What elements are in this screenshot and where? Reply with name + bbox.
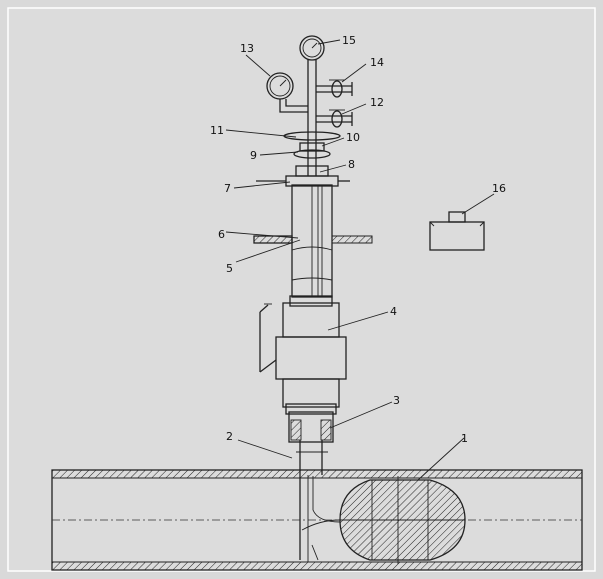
label-7: 7 xyxy=(224,182,231,195)
control-unit xyxy=(429,211,485,251)
label-8: 8 xyxy=(348,158,355,171)
drawing-frame xyxy=(7,7,596,572)
lower-rod xyxy=(296,440,341,562)
label-2: 2 xyxy=(226,430,233,443)
main-pipe xyxy=(51,469,583,571)
label-9: 9 xyxy=(250,149,257,162)
label-12: 12 xyxy=(370,96,384,109)
label-5: 5 xyxy=(226,262,233,275)
label-3: 3 xyxy=(393,394,400,407)
plug-ball xyxy=(301,476,466,564)
side-valve-12 xyxy=(316,109,353,128)
pressure-gauge-13 xyxy=(266,72,308,113)
label-14: 14 xyxy=(370,56,384,69)
label-15: 15 xyxy=(342,34,356,47)
label-13: 13 xyxy=(240,42,254,55)
leader-lines xyxy=(225,39,495,481)
label-16: 16 xyxy=(492,182,506,195)
pressure-gauge-15 xyxy=(299,35,325,61)
label-1: 1 xyxy=(461,432,468,445)
label-4: 4 xyxy=(390,305,397,318)
label-6: 6 xyxy=(218,228,225,241)
label-10: 10 xyxy=(346,131,360,144)
callout-labels: 1 2 3 4 5 6 7 8 9 10 11 12 13 14 15 16 xyxy=(210,34,506,445)
gate-valve xyxy=(259,295,347,408)
side-valve-14 xyxy=(316,79,353,98)
label-11: 11 xyxy=(210,124,224,137)
